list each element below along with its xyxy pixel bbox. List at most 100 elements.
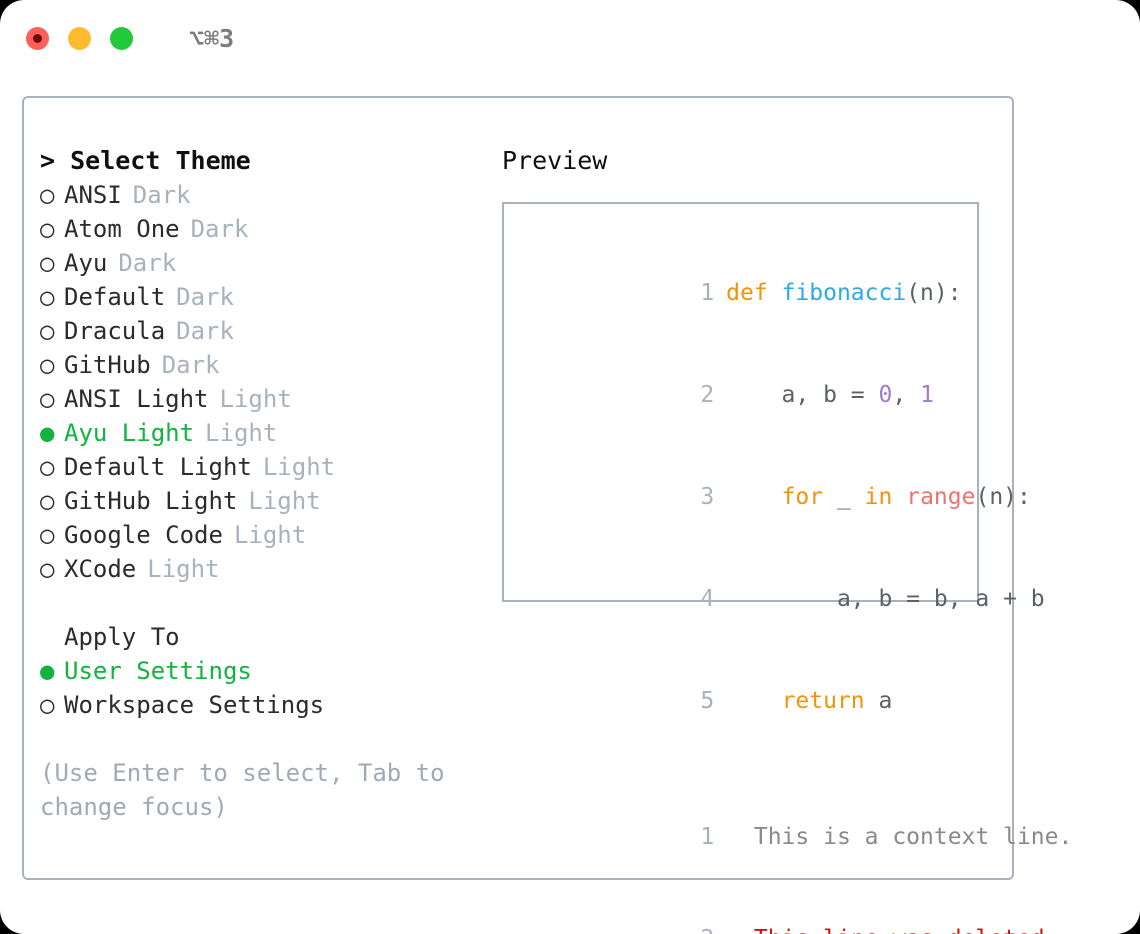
apply-to-option-user-settings[interactable]: ● User Settings bbox=[40, 654, 470, 688]
radio-icon: ○ bbox=[40, 555, 55, 583]
radio-icon: ○ bbox=[40, 385, 55, 413]
theme-option-github-light[interactable]: ○ GitHub Light Light bbox=[40, 484, 470, 518]
radio-icon: ○ bbox=[40, 351, 55, 379]
keyboard-hint-text: (Use Enter to select, Tab to change focu… bbox=[40, 759, 445, 821]
code-token: return bbox=[781, 688, 865, 714]
code-token bbox=[892, 484, 906, 510]
radio-icon: ○ bbox=[40, 691, 55, 719]
radio-icon: ○ bbox=[40, 521, 55, 549]
code-token: (n): bbox=[975, 484, 1031, 510]
theme-name: ANSI Light bbox=[64, 385, 209, 413]
theme-option-github[interactable]: ○ GitHub Dark bbox=[40, 348, 470, 382]
radio-icon: ○ bbox=[40, 453, 55, 481]
theme-variant-tag: Dark bbox=[161, 351, 220, 379]
radio-icon: ○ bbox=[40, 181, 55, 209]
theme-name: Atom One bbox=[64, 215, 180, 243]
code-token bbox=[726, 688, 781, 714]
code-line: 5 return a bbox=[522, 650, 977, 752]
line-number: 4 bbox=[700, 586, 715, 612]
theme-name: GitHub Light bbox=[64, 487, 238, 515]
theme-option-atom-one[interactable]: ○ Atom One Dark bbox=[40, 212, 470, 246]
preview-heading: Preview bbox=[502, 146, 608, 175]
zoom-button-icon[interactable] bbox=[110, 26, 133, 50]
diff-text: - This line was deleted. bbox=[726, 926, 1058, 934]
theme-option-ansi-light[interactable]: ○ ANSI Light Light bbox=[40, 382, 470, 416]
radio-icon-selected: ● bbox=[40, 419, 55, 447]
theme-variant-tag: Dark bbox=[176, 283, 234, 311]
minimize-button-icon[interactable] bbox=[68, 26, 91, 50]
diff-line-deleted: 2 - This line was deleted. bbox=[522, 888, 1058, 934]
theme-option-default-light[interactable]: ○ Default Light Light bbox=[40, 450, 470, 484]
keyboard-shortcut-label: ⌥⌘3 bbox=[189, 23, 235, 53]
line-number: 2 bbox=[700, 382, 715, 408]
theme-option-list: ○ ANSI Dark ○ Atom One Dark ○ Ayu Dark bbox=[40, 178, 470, 586]
title-bar: ⌥⌘3 bbox=[0, 0, 1140, 76]
code-line: 2 a, b = 0, 1 bbox=[522, 344, 977, 446]
code-token: a, b = bbox=[726, 382, 879, 408]
radio-icon: ○ bbox=[40, 283, 55, 311]
theme-option-dracula[interactable]: ○ Dracula Dark bbox=[40, 314, 470, 348]
radio-icon: ○ bbox=[40, 317, 55, 345]
content-panel: > Select Theme ○ ANSI Dark ○ Atom One Da… bbox=[22, 96, 1072, 934]
apply-to-option-list: ● User Settings ○ Workspace Settings bbox=[40, 654, 470, 722]
theme-variant-tag: Dark bbox=[190, 215, 249, 243]
apply-to-name: User Settings bbox=[64, 657, 252, 685]
line-number: 2 bbox=[688, 922, 714, 934]
theme-variant-tag: Light bbox=[219, 385, 292, 413]
theme-name: GitHub bbox=[64, 351, 151, 379]
code-token: , bbox=[892, 382, 921, 408]
radio-icon-selected: ● bbox=[40, 657, 55, 685]
code-token: in bbox=[864, 484, 893, 510]
code-token: (n): bbox=[906, 280, 962, 306]
close-button-icon[interactable] bbox=[26, 26, 49, 50]
code-token: def bbox=[726, 280, 782, 306]
radio-icon: ○ bbox=[40, 249, 55, 277]
theme-name: Default Light bbox=[64, 453, 252, 481]
apply-to-option-workspace-settings[interactable]: ○ Workspace Settings bbox=[40, 688, 470, 722]
theme-option-xcode[interactable]: ○ XCode Light bbox=[40, 552, 470, 586]
select-theme-heading: > Select Theme bbox=[40, 146, 251, 175]
theme-variant-tag: Light bbox=[233, 521, 307, 549]
line-number: 3 bbox=[700, 484, 715, 510]
line-number: 5 bbox=[700, 688, 715, 714]
code-token: 0 bbox=[878, 382, 893, 408]
theme-variant-tag: Dark bbox=[118, 249, 177, 277]
theme-variant-tag: Light bbox=[248, 487, 321, 515]
line-number: 1 bbox=[700, 824, 715, 850]
theme-variant-tag: Dark bbox=[176, 317, 234, 345]
theme-name: Google Code bbox=[64, 521, 223, 549]
code-token: a, b = b, a + b bbox=[726, 586, 1045, 612]
code-line: 4 a, b = b, a + b bbox=[522, 548, 1044, 650]
theme-option-ansi[interactable]: ○ ANSI Dark bbox=[40, 178, 470, 212]
code-token: fibonacci bbox=[781, 280, 907, 306]
theme-option-ayu-light[interactable]: ● Ayu Light Light bbox=[40, 416, 470, 450]
code-token: 1 bbox=[920, 382, 934, 408]
line-number: 1 bbox=[700, 280, 715, 306]
theme-name: Ayu bbox=[64, 249, 108, 277]
theme-option-default[interactable]: ○ Default Dark bbox=[40, 280, 470, 314]
radio-icon: ○ bbox=[40, 487, 55, 515]
theme-variant-tag: Dark bbox=[132, 181, 191, 209]
code-spacer bbox=[522, 752, 977, 786]
radio-icon: ○ bbox=[40, 215, 55, 243]
code-line: 3 for _ in range(n): bbox=[522, 446, 1031, 548]
theme-name: Default bbox=[64, 283, 166, 311]
theme-name: XCode bbox=[64, 555, 137, 583]
theme-variant-tag: Light bbox=[262, 453, 336, 481]
theme-name: ANSI bbox=[64, 181, 122, 209]
code-token: _ bbox=[823, 484, 865, 510]
theme-selector-column: > Select Theme ○ ANSI Dark ○ Atom One Da… bbox=[40, 144, 470, 824]
code-token: a bbox=[864, 688, 893, 714]
window-controls bbox=[26, 26, 133, 50]
code-token bbox=[726, 484, 781, 510]
theme-option-ayu[interactable]: ○ Ayu Dark bbox=[40, 246, 470, 280]
theme-option-google-code[interactable]: ○ Google Code Light bbox=[40, 518, 470, 552]
code-token: range bbox=[906, 484, 976, 510]
diff-line-context: 1 This is a context line. bbox=[522, 786, 1072, 888]
diff-text: This is a context line. bbox=[726, 824, 1073, 850]
theme-variant-tag: Light bbox=[205, 419, 278, 447]
apply-to-name: Workspace Settings bbox=[64, 691, 325, 719]
